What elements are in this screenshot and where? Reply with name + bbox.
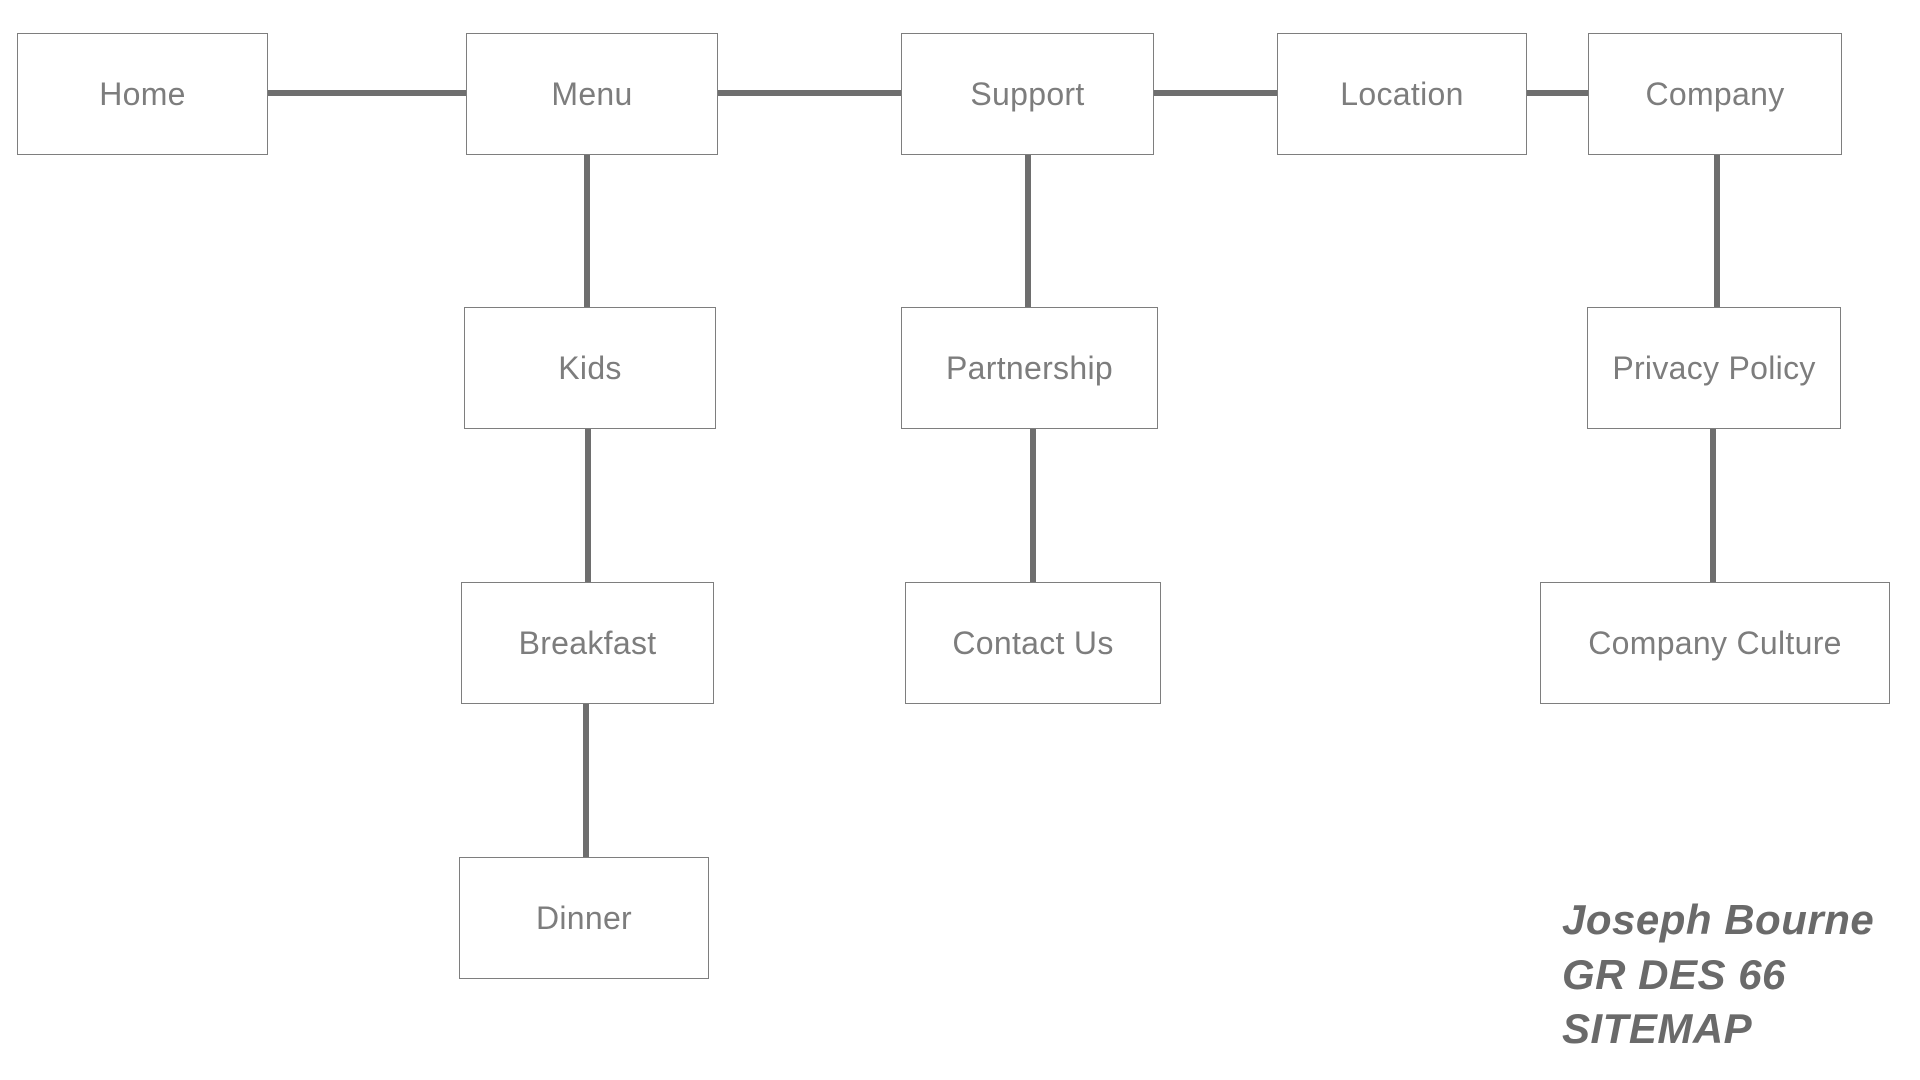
- signature-title: SITEMAP: [1562, 1005, 1753, 1053]
- node-menu: Menu: [466, 33, 718, 155]
- connector-home-menu: [268, 90, 466, 96]
- node-partnership: Partnership: [901, 307, 1158, 429]
- node-breakfast: Breakfast: [461, 582, 714, 704]
- connector-support-location: [1154, 90, 1277, 96]
- node-dinner: Dinner: [459, 857, 709, 979]
- signature-course: GR DES 66: [1562, 950, 1786, 998]
- node-home: Home: [17, 33, 268, 155]
- connector-menu-support: [718, 90, 901, 96]
- connector-privacy-policy-company-culture: [1710, 429, 1716, 582]
- connector-menu-kids: [584, 155, 590, 307]
- connector-kids-breakfast: [585, 429, 591, 582]
- connector-breakfast-dinner: [583, 704, 589, 857]
- node-company: Company: [1588, 33, 1842, 155]
- signature-author: Joseph Bourne: [1562, 896, 1875, 943]
- connector-support-partnership: [1025, 155, 1031, 307]
- node-support: Support: [901, 33, 1154, 155]
- signature-block: Joseph Bourne GR DES 66 SITEMAP: [1562, 893, 1874, 1057]
- node-kids: Kids: [464, 307, 716, 429]
- node-contact-us: Contact Us: [905, 582, 1161, 704]
- connector-partnership-contact-us: [1030, 429, 1036, 582]
- node-location: Location: [1277, 33, 1527, 155]
- connector-location-company: [1527, 90, 1588, 96]
- connector-company-privacy-policy: [1714, 155, 1720, 307]
- node-privacy-policy: Privacy Policy: [1587, 307, 1841, 429]
- node-company-culture: Company Culture: [1540, 582, 1890, 704]
